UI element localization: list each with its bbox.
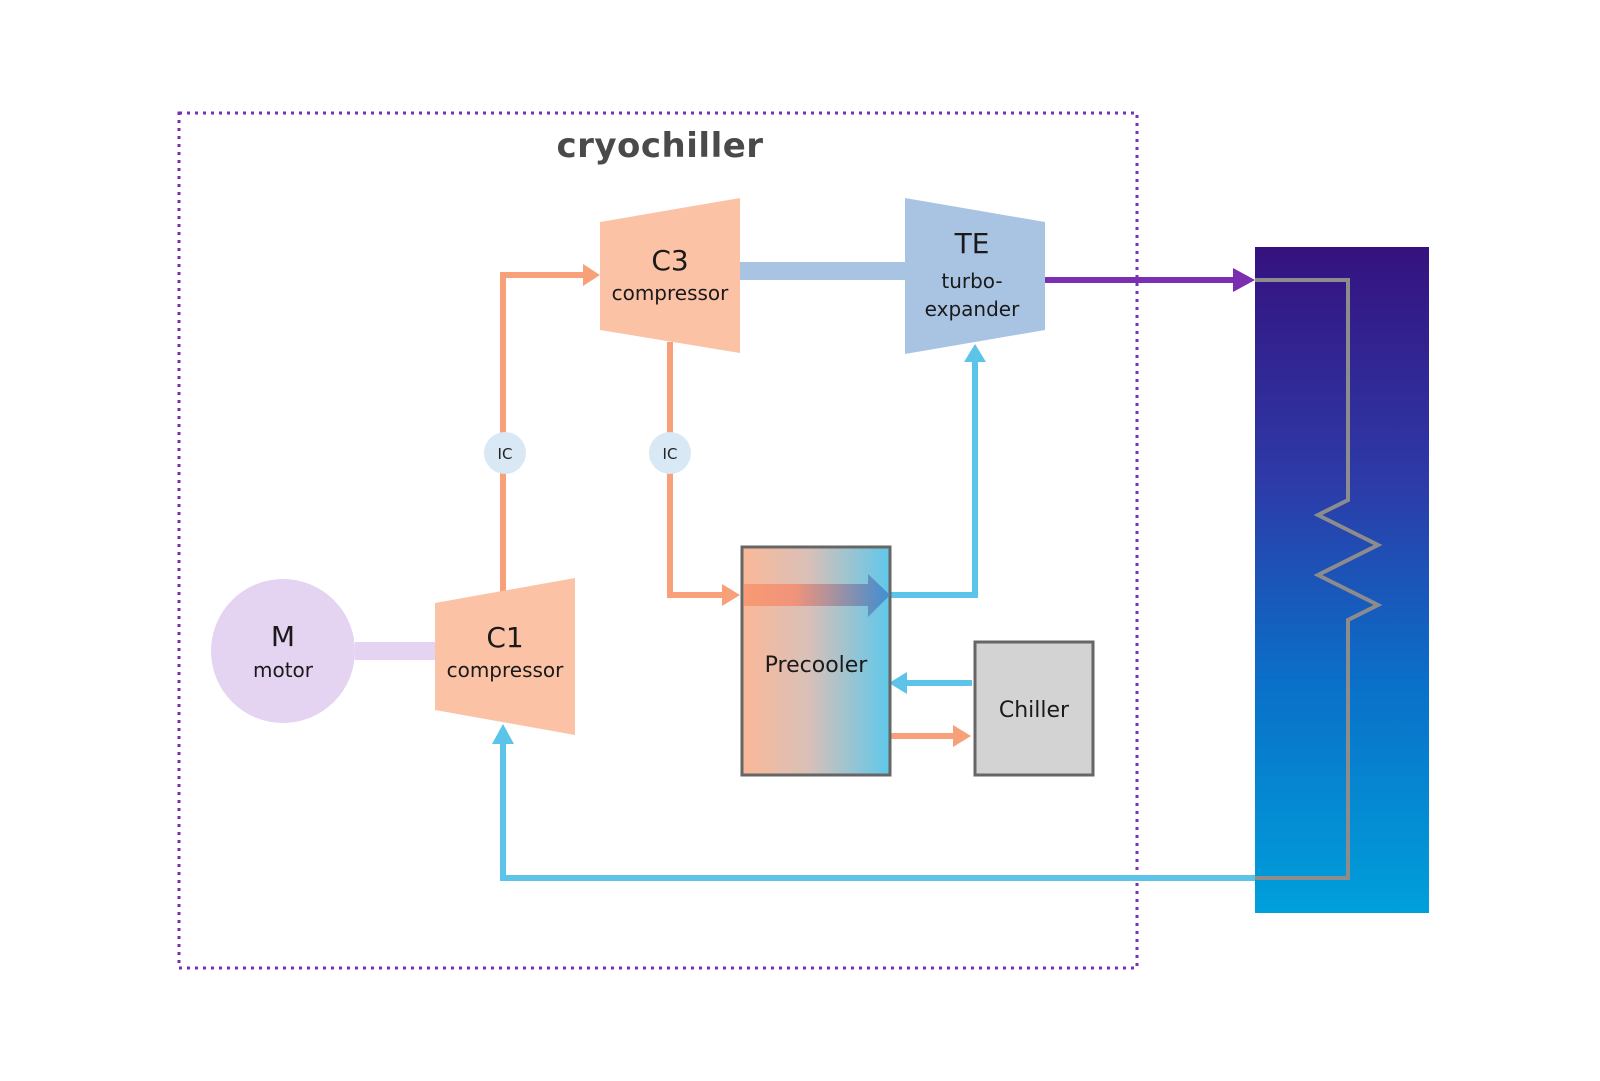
c3-label: compressor [612, 281, 730, 305]
c3-te-shaft [740, 262, 905, 280]
chiller: Chiller [973, 640, 1095, 777]
precooler-cold-inlet-arrowhead [889, 672, 907, 694]
intercooler-1: IC [484, 432, 526, 474]
c3-compressor-shape [600, 198, 740, 353]
cryochiller-title: cryochiller [556, 126, 763, 166]
c3-inlet-arrowhead [583, 264, 600, 286]
c1-symbol: C1 [486, 621, 523, 654]
te-symbol: TE [954, 227, 990, 260]
load-resistor-icon [1255, 278, 1383, 880]
precooler-internal-arrow [744, 574, 890, 617]
motor-label: motor [253, 658, 314, 682]
ic1-label: IC [498, 445, 513, 463]
load-inlet-arrowhead [1233, 268, 1255, 292]
te-inlet-arrowhead [964, 344, 986, 362]
c1-compressor-shape [435, 578, 575, 735]
c1-inlet-arrowhead [492, 724, 514, 744]
intercooler-2: IC [649, 432, 691, 474]
c3-compressor: C3 compressor [600, 198, 740, 353]
ic1-circle [484, 432, 526, 474]
c1-compressor: C1 compressor [435, 578, 575, 735]
motor-circle [211, 579, 355, 723]
c3-to-precooler-line [667, 342, 725, 598]
ic2-label: IC [663, 445, 678, 463]
chiller-inlet-arrowhead [953, 725, 971, 747]
cold-load-block [1255, 247, 1429, 913]
chiller-box [973, 640, 1095, 777]
load-return-line [500, 742, 1255, 881]
te-label-line2: expander [925, 297, 1020, 321]
precooler: Precooler [740, 545, 892, 777]
te-turbo-expander: TE turbo- expander [905, 198, 1045, 354]
precooler-to-te-line [890, 360, 978, 598]
precooler-inlet-arrowhead [722, 584, 740, 606]
c1-to-c3-line [500, 272, 585, 593]
motor-shaft [355, 642, 435, 660]
precooler-label: Precooler [765, 653, 869, 678]
chiller-label: Chiller [999, 698, 1070, 723]
c3-symbol: C3 [651, 244, 688, 277]
cryochiller-boundary [177, 111, 1139, 970]
te-shape [905, 198, 1045, 354]
motor: M motor [211, 579, 355, 723]
te-label-line1: turbo- [941, 269, 1002, 293]
c1-label: compressor [447, 658, 565, 682]
ic2-circle [649, 432, 691, 474]
motor-symbol: M [271, 620, 295, 653]
